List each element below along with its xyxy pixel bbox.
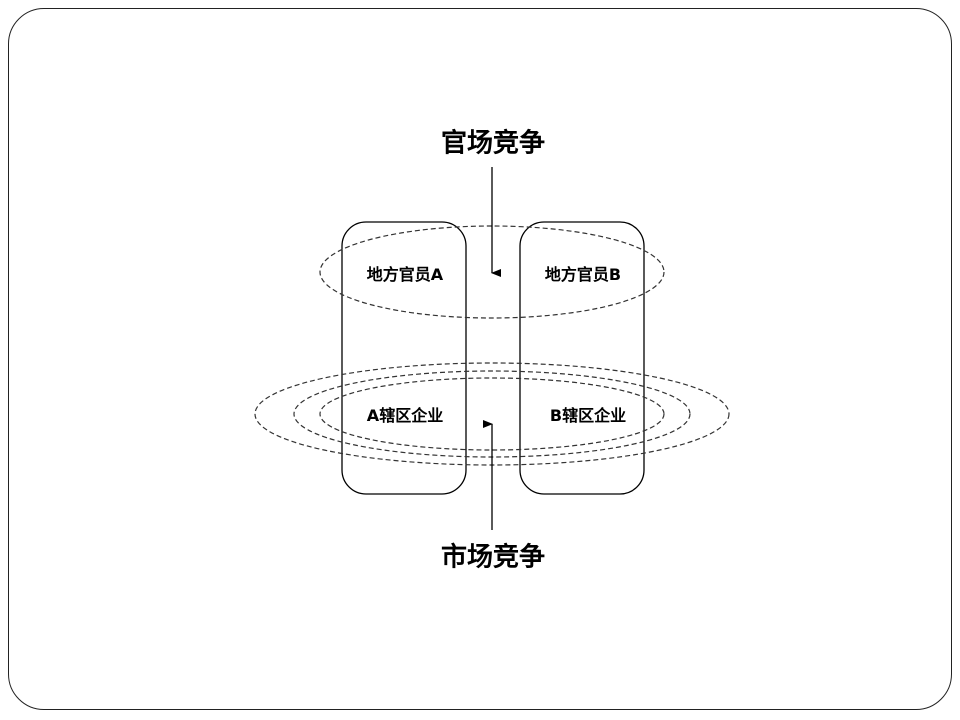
slide-frame: [8, 8, 952, 710]
official-a-label: 地方官员A: [366, 265, 444, 284]
market-competition-title: 市场竞争: [440, 542, 546, 573]
enterprise-b-label: B辖区企业: [549, 406, 627, 425]
region-a-capsule: [341, 221, 467, 495]
market-ellipse-inner: [319, 377, 665, 451]
region-b-capsule: [519, 221, 645, 495]
enterprise-a-label: A辖区企业: [366, 406, 444, 425]
official-competition-title: 官场竞争: [440, 128, 546, 159]
official-b-label: 地方官员B: [544, 265, 622, 284]
officials-ellipse: [319, 225, 665, 319]
